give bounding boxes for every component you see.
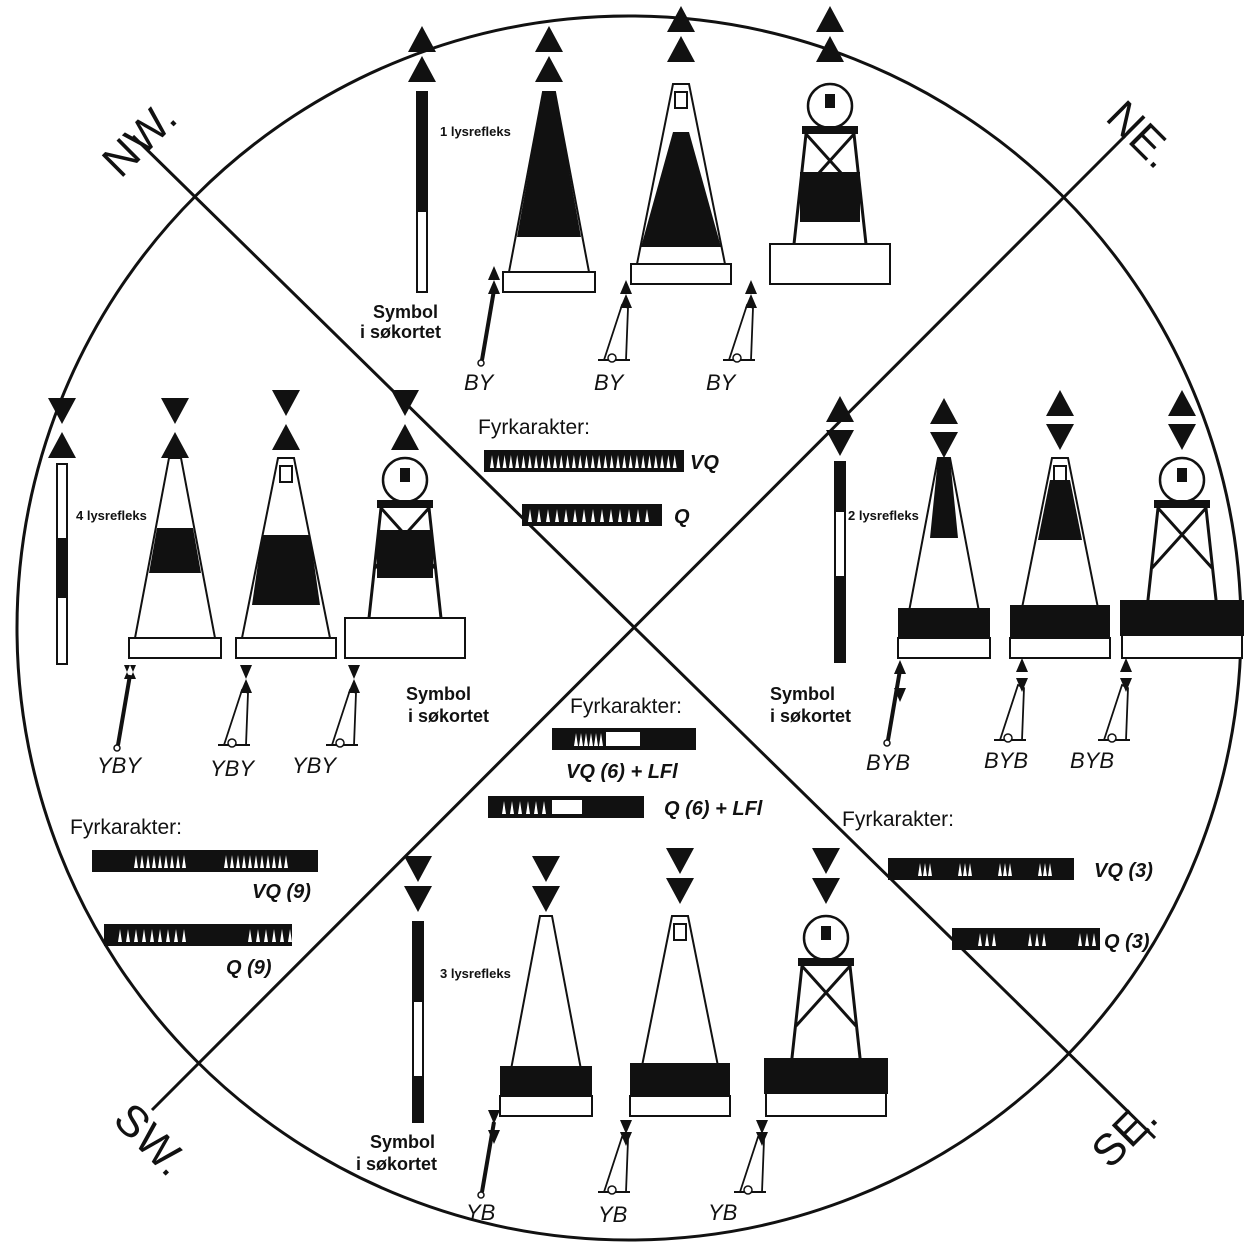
- west-spar-buoy: [48, 398, 76, 664]
- north-chart-symbol-1: [478, 266, 500, 366]
- north-reflector-label: 1 lysrefleks: [440, 124, 511, 139]
- west-symbol-line1: Symbol: [406, 684, 471, 704]
- north-symbol-line1: Symbol: [373, 302, 438, 322]
- south-chart-symbol-2: [598, 1120, 632, 1194]
- north-light-bar-vq: [484, 450, 684, 472]
- east-chart-symbol-1: [884, 660, 906, 746]
- east-light-bar-q: [952, 928, 1100, 950]
- north-symbol-caption-1: BY: [464, 370, 495, 395]
- west-lattice-buoy: [345, 390, 465, 658]
- east-light-bar-vq: [888, 858, 1074, 880]
- south-symbol-caption-2: YB: [598, 1202, 627, 1227]
- west-light-code-q: Q (9): [226, 957, 272, 979]
- east-lattice-buoy: [1120, 390, 1244, 658]
- west-light-bar-vq: [92, 850, 318, 872]
- south-light-bar-vq: [552, 728, 696, 750]
- west-reflector-label: 4 lysrefleks: [76, 508, 147, 523]
- north-symbol-caption-2: BY: [594, 370, 625, 395]
- west-symbol-caption-3: YBY: [292, 753, 337, 778]
- west-light-code-vq: VQ (9): [252, 881, 311, 903]
- direction-ne: NE.: [1097, 91, 1184, 178]
- north-lattice-buoy: [770, 6, 890, 284]
- east-spar-buoy: [826, 396, 854, 662]
- south-chart-symbol-1: [478, 1110, 500, 1198]
- direction-se: SE.: [1082, 1092, 1167, 1177]
- west-tower-buoy: [236, 390, 336, 658]
- north-chart-symbol-2: [598, 280, 632, 362]
- east-symbol-caption-1: BYB: [866, 750, 910, 775]
- north-chart-symbol-3: [723, 280, 757, 362]
- south-light-bar-q: [488, 796, 644, 818]
- direction-nw: NW.: [93, 93, 186, 186]
- east-chart-symbol-2: [994, 658, 1028, 742]
- west-chart-symbol-3: [326, 665, 360, 747]
- west-symbol-line2: i søkortet: [408, 706, 489, 726]
- south-light-code-q: Q (6) + LFl: [664, 798, 763, 820]
- east-tower-buoy: [1010, 390, 1110, 658]
- east-sector: 2 lysrefleks Symbol i søkortet: [770, 390, 1244, 953]
- north-light-bar-q: [522, 504, 662, 526]
- south-symbol-line2: i søkortet: [356, 1154, 437, 1174]
- north-tower-buoy: [631, 6, 731, 284]
- north-spar-buoy: [408, 26, 436, 292]
- west-pillar-buoy: [129, 398, 221, 658]
- west-symbol-caption-2: YBY: [210, 756, 255, 781]
- north-light-code-vq: VQ: [690, 452, 719, 474]
- east-light-code-q: Q (3): [1104, 931, 1150, 953]
- south-symbol-caption-1: YB: [466, 1200, 495, 1225]
- south-reflector-label: 3 lysrefleks: [440, 966, 511, 981]
- north-symbol-line2: i søkortet: [360, 322, 441, 342]
- south-symbol-caption-3: YB: [708, 1200, 737, 1225]
- north-light-code-q: Q: [674, 506, 690, 528]
- north-symbol-caption-3: BY: [706, 370, 737, 395]
- east-symbol-caption-2: BYB: [984, 748, 1028, 773]
- east-light-code-vq: VQ (3): [1094, 860, 1153, 882]
- west-chart-symbol-2: [218, 665, 252, 747]
- south-light-code-vq: VQ (6) + LFl: [566, 761, 678, 783]
- south-tower-buoy: [630, 848, 730, 1116]
- west-fyrkarakter-label: Fyrkarakter:: [70, 816, 182, 839]
- south-chart-symbol-3: [734, 1120, 768, 1194]
- east-reflector-label: 2 lysrefleks: [848, 508, 919, 523]
- east-symbol-line1: Symbol: [770, 684, 835, 704]
- south-pillar-buoy: [500, 856, 592, 1116]
- east-chart-symbol-3: [1098, 658, 1132, 742]
- direction-sw: SW.: [104, 1094, 196, 1186]
- north-pillar-buoy: [503, 26, 595, 292]
- east-pillar-buoy: [898, 398, 990, 658]
- long-flash: [606, 732, 640, 746]
- south-sector: Fyrkarakter: VQ (6) + LFl Q (6) + LFl 3 …: [356, 695, 888, 1227]
- long-flash: [552, 800, 582, 814]
- south-spar-buoy: [404, 856, 432, 1122]
- west-light-bar-q: [104, 924, 292, 946]
- east-fyrkarakter-label: Fyrkarakter:: [842, 808, 954, 831]
- south-symbol-line1: Symbol: [370, 1132, 435, 1152]
- west-symbol-caption-1: YBY: [97, 753, 142, 778]
- south-lattice-buoy: [764, 848, 888, 1116]
- east-symbol-caption-3: BYB: [1070, 748, 1114, 773]
- east-symbol-line2: i søkortet: [770, 706, 851, 726]
- west-chart-symbol-1: [114, 665, 136, 751]
- south-fyrkarakter-label: Fyrkarakter:: [570, 695, 682, 718]
- north-fyrkarakter-label: Fyrkarakter:: [478, 416, 590, 439]
